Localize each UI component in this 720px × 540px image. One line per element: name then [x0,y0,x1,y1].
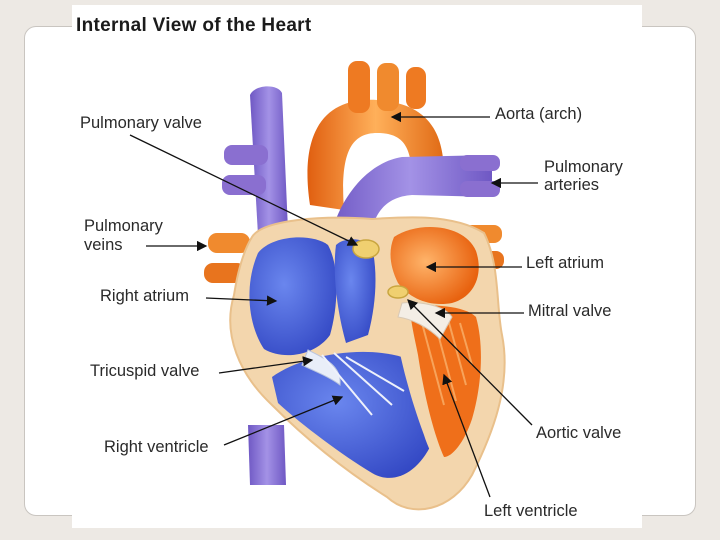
pulmonary-vein-left-1 [208,233,250,253]
label-left-ventricle: Left ventricle [484,502,578,520]
tricuspid-cords [321,352,405,416]
label-aorta-arch: Aorta (arch) [495,105,583,123]
heart-diagram-figure: Internal View of the Heart [72,5,642,528]
label-right-atrium: Right atrium [100,287,189,305]
leader-tricuspid-valve [218,356,314,374]
pulmonary-vein-left-2 [204,263,246,283]
pulmonary-artery-upper [460,155,500,171]
aorta-branch-3 [406,67,426,109]
label-pulmonary-arteries-line1: Pulmonary [544,158,623,176]
right-atrium-chamber [249,237,337,356]
aorta-branch-2 [377,63,399,111]
label-left-atrium: Left atrium [526,254,604,272]
aortic-valve-shape [387,285,409,299]
aorta-branch-1 [348,61,370,113]
left-ventricle-muscle [421,318,473,406]
right-ventricle-chamber [272,351,436,478]
leader-lines [129,111,538,498]
label-aortic-valve: Aortic valve [536,424,622,442]
inferior-vena-cava [248,425,286,485]
right-outflow-chamber [334,239,376,343]
leader-pulmonary-valve [129,134,359,246]
label-right-ventricle: Right ventricle [104,438,209,456]
leader-aortic-valve [407,299,533,426]
label-pulmonary-valve: Pulmonary valve [80,114,202,132]
aorta-arch [307,99,444,210]
figure-title: Internal View of the Heart [76,15,312,36]
label-tricuspid-valve: Tricuspid valve [90,362,200,380]
heart-illustration [129,61,538,511]
vena-branch-2 [222,175,266,195]
pulmonary-artery-lower [460,181,500,197]
label-pulmonary-veins-line2: veins [84,236,123,254]
vena-branch-1 [224,145,268,165]
leader-left-ventricle [442,373,491,498]
label-mitral-valve: Mitral valve [528,302,612,320]
label-pulmonary-veins-line1: Pulmonary [84,217,163,235]
pulmonary-valve-shape [352,239,380,259]
label-pulmonary-arteries-line2: arteries [544,176,600,194]
leader-right-ventricle [223,395,344,446]
leader-right-atrium [205,295,278,306]
